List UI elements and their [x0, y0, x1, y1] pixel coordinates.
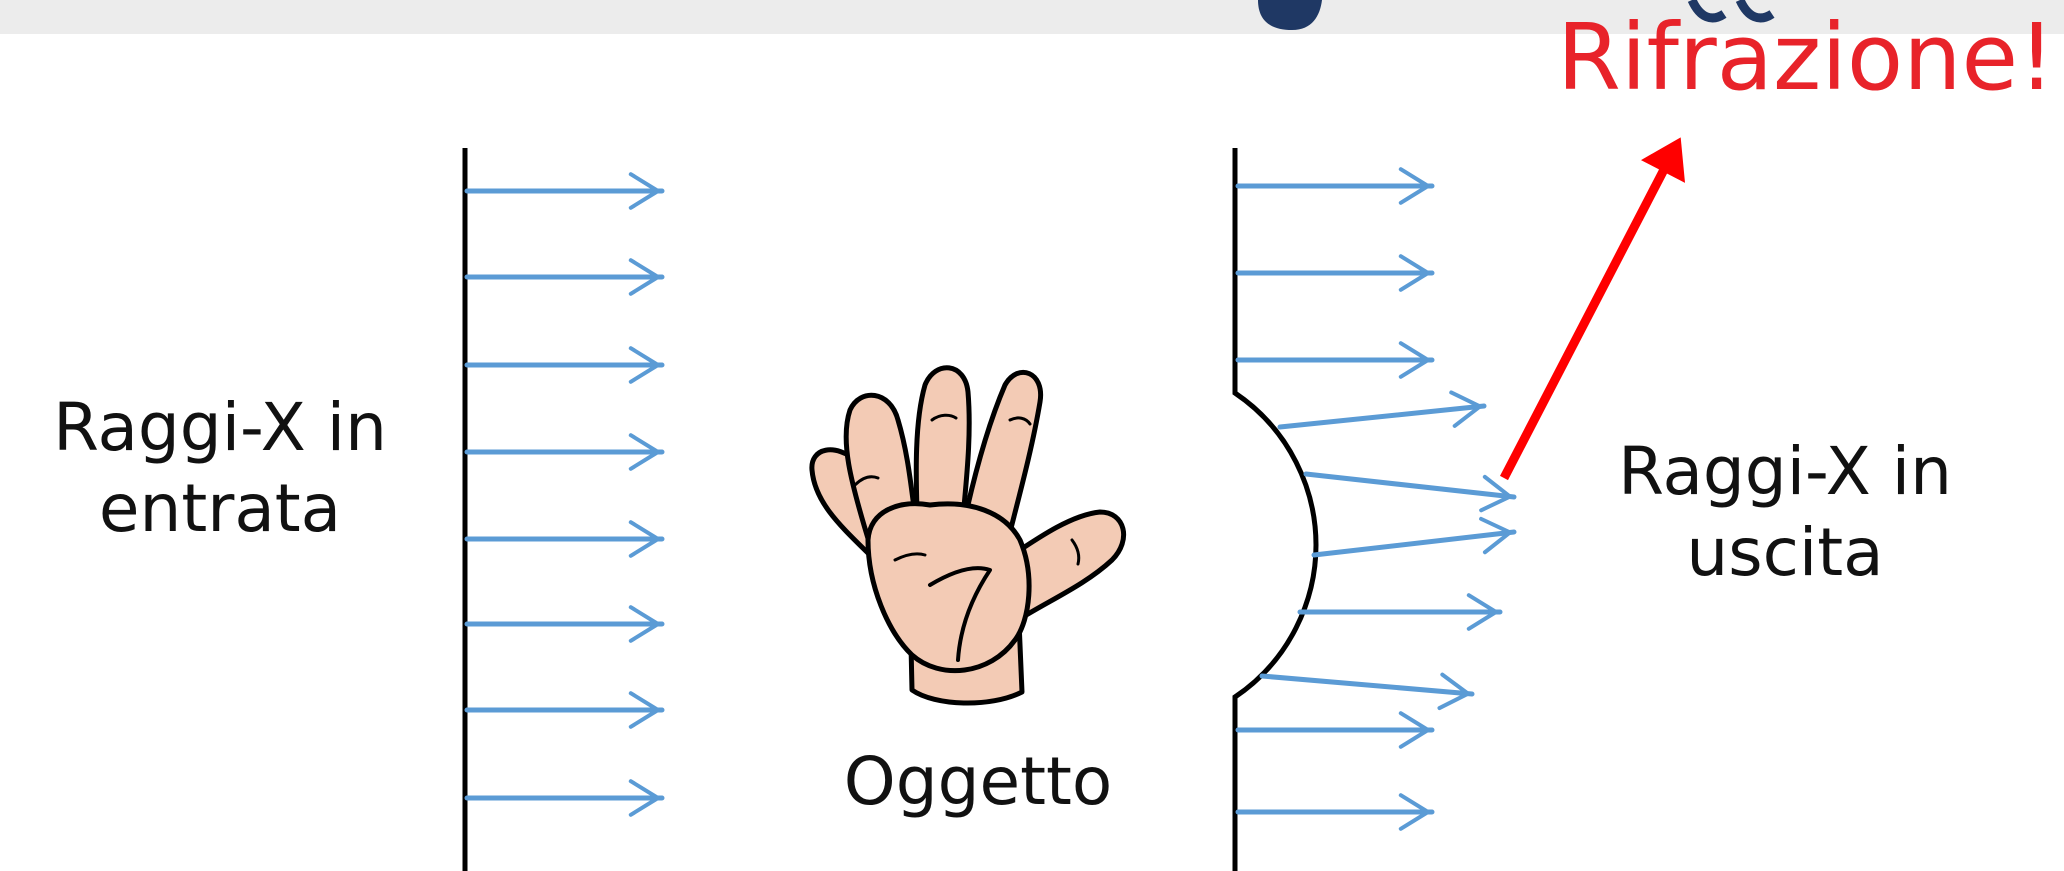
incoming-xrays-label-line2: entrata — [98, 469, 342, 547]
refraction-label-text: Rifrazione! — [1556, 4, 2055, 111]
outgoing-ray — [1311, 516, 1517, 558]
outgoing-wavefront — [1232, 148, 1319, 871]
incoming-xrays-label: Raggi-X in entrata — [30, 388, 410, 549]
outgoing-rays — [1235, 167, 1517, 831]
outgoing-ray — [1277, 390, 1487, 430]
object-label: Oggetto — [818, 742, 1138, 823]
outgoing-xrays-label-line2: uscita — [1686, 513, 1884, 591]
object-label-text: Oggetto — [843, 743, 1113, 820]
outgoing-ray — [1259, 672, 1475, 711]
outgoing-xrays-label-line1: Raggi-X in — [1618, 433, 1952, 510]
slide-header — [0, 0, 2064, 34]
incoming-rays — [464, 172, 665, 817]
incoming-xrays-label-line1: Raggi-X in — [53, 389, 387, 466]
outgoing-xrays-label: Raggi-X in uscita — [1580, 432, 1990, 593]
refraction-pointer-arrow — [1500, 137, 1686, 481]
outgoing-ray — [1303, 471, 1517, 513]
refraction-label: Rifrazione! — [1515, 12, 2055, 104]
hand-icon — [809, 365, 1127, 706]
